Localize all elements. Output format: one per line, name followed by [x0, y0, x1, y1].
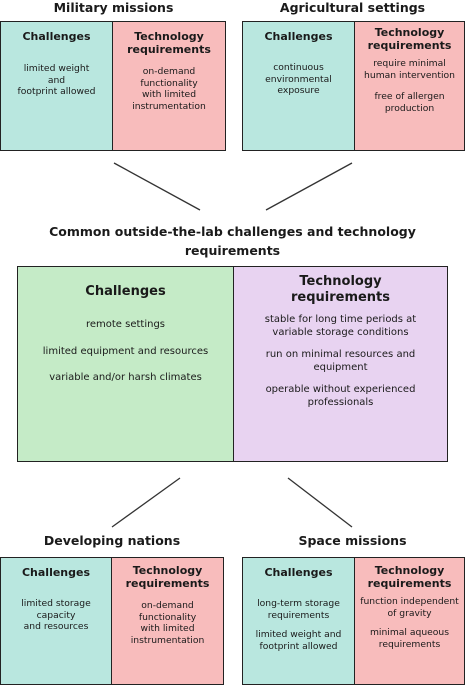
space-missions-title: Space missions: [298, 533, 407, 548]
military-challenges-column: Challenges limited weight and footprint …: [1, 22, 112, 150]
military-missions-title: Military missions: [53, 0, 174, 15]
center-challenges-column: Challenges remote settings limited equip…: [18, 267, 233, 461]
developing-nations-panel: Challenges limited storage capacity and …: [0, 557, 224, 685]
developing-challenges-item: limited storage capacity and resources: [21, 598, 91, 632]
center-requirements-item-1: stable for long time periods at variable…: [264, 314, 417, 338]
developing-nations-title: Developing nations: [43, 533, 181, 548]
military-missions-panel: Challenges limited weight and footprint …: [0, 21, 226, 151]
connector-line-developing: [111, 477, 181, 528]
center-requirements-item-2: run on minimal resources and equipment: [265, 349, 416, 373]
center-requirements-column: Technology requirements stable for long …: [233, 267, 447, 461]
center-challenges-title: Challenges: [85, 284, 166, 299]
developing-requirements-item: on-demand functionality with limited ins…: [130, 600, 205, 646]
military-requirements-column: Technology requirements on-demand functi…: [112, 22, 225, 150]
military-challenges-item: limited weight and footprint allowed: [17, 63, 96, 97]
center-challenges-item-3: variable and/or harsh climates: [49, 372, 202, 383]
connector-line-space: [287, 477, 353, 528]
space-challenges-title: Challenges: [264, 566, 333, 579]
center-challenges-item-1: remote settings: [85, 319, 166, 330]
developing-challenges-title: Challenges: [21, 566, 91, 579]
space-challenges-item-1: long-term storage requirements: [257, 598, 340, 621]
center-requirements-title: Technology requirements: [290, 274, 391, 305]
developing-requirements-title: Technology requirements: [125, 564, 210, 590]
connector-line-agricultural: [265, 162, 353, 211]
agricultural-requirements-title: Technology requirements: [367, 26, 452, 52]
agricultural-requirements-column: Technology requirements require minimal …: [354, 22, 464, 150]
agricultural-settings-panel: Challenges continuous environmental expo…: [242, 21, 465, 151]
military-requirements-title: Technology requirements: [127, 30, 211, 56]
center-challenges-item-2: limited equipment and resources: [42, 345, 209, 357]
space-requirements-title: Technology requirements: [367, 564, 452, 590]
agricultural-challenges-title: Challenges: [264, 30, 333, 43]
developing-challenges-column: Challenges limited storage capacity and …: [1, 558, 111, 684]
space-challenges-column: Challenges long-term storage requirement…: [243, 558, 354, 684]
agricultural-challenges-item: continuous environmental exposure: [265, 62, 332, 96]
center-requirements-item-3: operable without experienced professiona…: [265, 384, 416, 408]
space-missions-panel: Challenges long-term storage requirement…: [242, 557, 465, 685]
space-requirements-column: Technology requirements function indepen…: [354, 558, 464, 684]
agricultural-challenges-column: Challenges continuous environmental expo…: [243, 22, 354, 150]
center-title: Common outside-the-lab challenges and te…: [49, 224, 416, 258]
military-requirements-item: on-demand functionality with limited ins…: [132, 66, 206, 112]
space-requirements-item-1: function independent of gravity: [360, 596, 459, 619]
connector-line-military: [113, 162, 201, 211]
developing-requirements-column: Technology requirements on-demand functi…: [111, 558, 223, 684]
space-challenges-item-2: limited weight and footprint allowed: [255, 629, 342, 652]
agricultural-requirements-item-1: require minimal human intervention: [364, 58, 455, 81]
space-requirements-item-2: minimal aqueous requirements: [369, 627, 450, 650]
agricultural-settings-title: Agricultural settings: [279, 0, 426, 15]
common-challenges-panel: Challenges remote settings limited equip…: [17, 266, 448, 462]
military-challenges-title: Challenges: [22, 30, 91, 43]
agricultural-requirements-item-2: free of allergen production: [374, 91, 445, 114]
